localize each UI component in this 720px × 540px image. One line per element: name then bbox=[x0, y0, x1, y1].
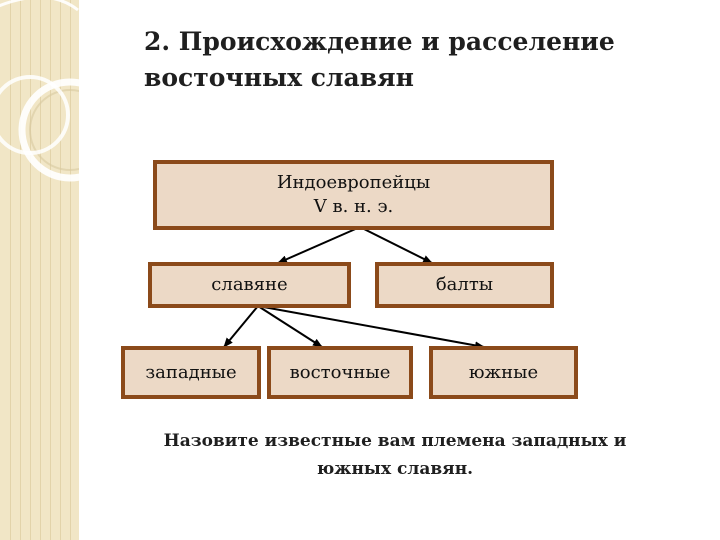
arrow-root-to-slavs bbox=[277, 226, 361, 264]
node-root-name: Индоевропейцы bbox=[276, 172, 431, 193]
node-western: западные bbox=[121, 346, 261, 399]
node-eastern: восточные bbox=[267, 346, 413, 399]
slide-title: 2. Происхождение и расселение восточных … bbox=[144, 27, 615, 92]
node-balts-label: балты bbox=[435, 274, 494, 295]
node-slavs: славяне bbox=[148, 262, 351, 308]
decorative-ring bbox=[18, 78, 79, 182]
sidebar-stripe bbox=[30, 0, 31, 540]
node-slavs-label: славяне bbox=[211, 274, 288, 295]
node-indo-europeans: Индоевропейцы V в. н. э. bbox=[153, 160, 554, 230]
sidebar-stripe bbox=[40, 0, 41, 540]
node-root-date: V в. н. э. bbox=[313, 196, 394, 217]
arrow-slavs-to-southern bbox=[257, 305, 485, 350]
sidebar-stripe bbox=[10, 0, 11, 540]
decorative-sidebar bbox=[0, 0, 79, 540]
arrow-slavs-to-eastern bbox=[257, 305, 323, 348]
decorative-ring-shadow bbox=[29, 89, 79, 171]
node-southern-label: южные bbox=[468, 361, 539, 383]
node-eastern-label: восточные bbox=[289, 361, 391, 383]
sidebar-stripe bbox=[70, 0, 71, 540]
decorative-rings bbox=[0, 0, 79, 182]
sidebar-stripe bbox=[20, 0, 21, 540]
sidebar-stripe bbox=[50, 0, 51, 540]
sidebar-stripe bbox=[60, 0, 61, 540]
node-indo-europeans-text: Индоевропейцы V в. н. э. bbox=[277, 171, 430, 219]
decorative-arc bbox=[0, 0, 79, 12]
node-balts: балты bbox=[375, 262, 554, 308]
arrow-root-to-balts bbox=[359, 226, 433, 264]
node-southern: южные bbox=[429, 346, 578, 399]
question-text: Назовите известные вам племена западных … bbox=[163, 431, 627, 479]
arrow-slavs-to-western bbox=[223, 305, 259, 348]
node-western-label: западные bbox=[145, 361, 237, 383]
decorative-ring bbox=[0, 75, 70, 155]
